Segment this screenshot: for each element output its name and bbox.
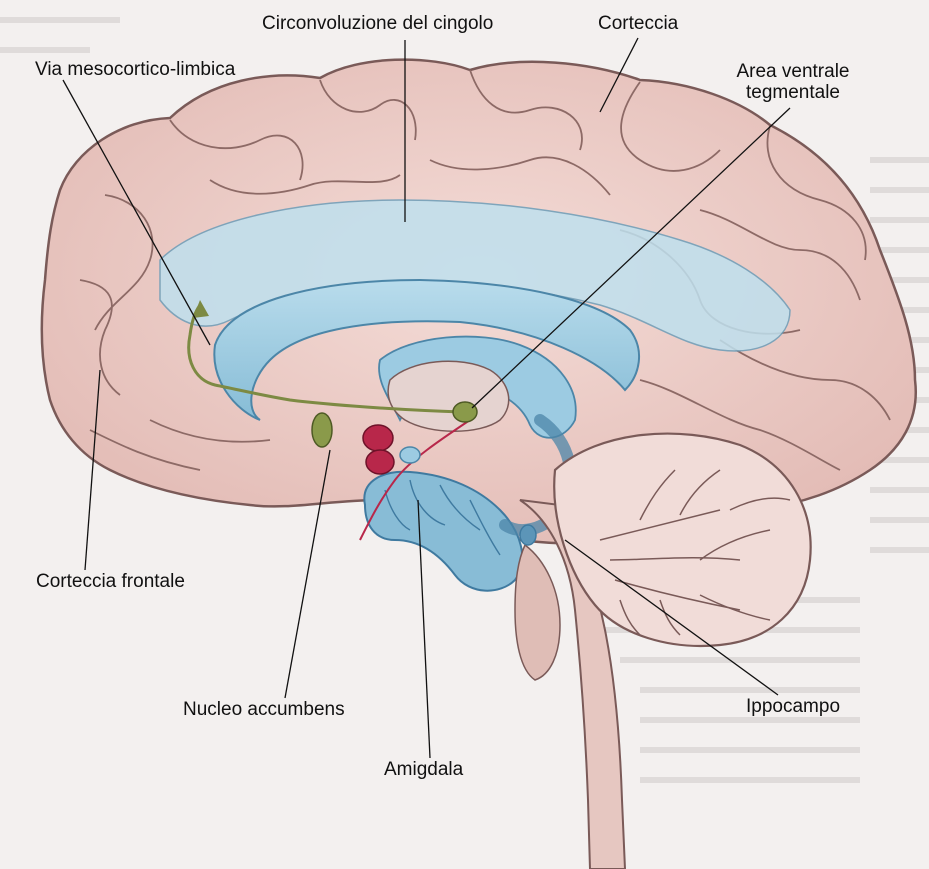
label-amigdala: Amigdala <box>384 760 463 781</box>
small-blue-node <box>400 447 420 463</box>
label-corteccia-frontale: Corteccia frontale <box>36 572 185 593</box>
small-blue-node-2 <box>520 525 536 545</box>
label-corteccia: Corteccia <box>598 14 678 35</box>
label-area-ventrale-tegmentale: Area ventrale tegmentale <box>718 62 868 104</box>
label-area-ventrale-line2: tegmentale <box>718 83 868 104</box>
label-nucleo-accumbens: Nucleo accumbens <box>183 700 345 721</box>
pons <box>515 545 560 680</box>
thalamus <box>388 361 509 431</box>
label-via-mesocortico-limbica: Via mesocortico-limbica <box>35 60 235 81</box>
nucleus-accumbens-node <box>312 413 332 447</box>
label-ippocampo: Ippocampo <box>746 697 840 718</box>
label-circonvoluzione-del-cingolo: Circonvoluzione del cingolo <box>262 14 493 35</box>
label-area-ventrale-line1: Area ventrale <box>718 62 868 83</box>
ventral-tegmental-area-nucleus <box>453 402 477 422</box>
